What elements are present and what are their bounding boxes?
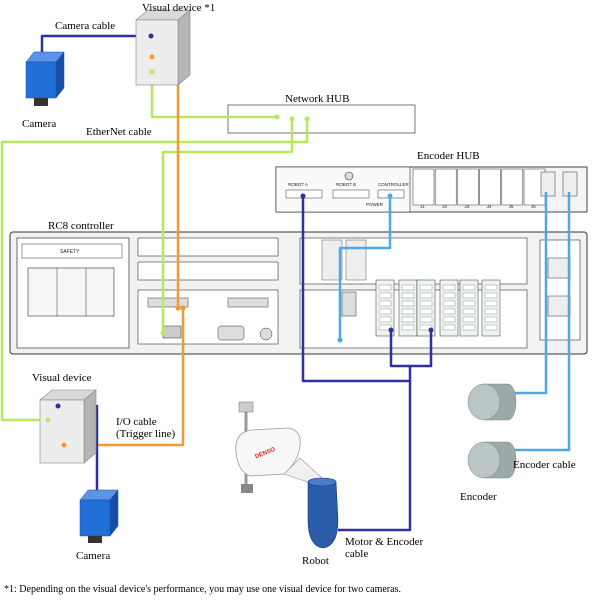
terminal-slot bbox=[419, 300, 433, 307]
terminal-slot bbox=[462, 316, 476, 323]
label-trigger-line: (Trigger line) bbox=[116, 428, 176, 440]
visual-device-bottom bbox=[39, 389, 97, 464]
terminal-slot bbox=[484, 308, 498, 315]
encoder-cable bbox=[338, 192, 571, 452]
label-visual-device: Visual device bbox=[32, 372, 92, 384]
terminal-slot bbox=[442, 308, 456, 315]
safety-marking: SAFETY bbox=[60, 249, 80, 255]
rc8-controller: SAFETY bbox=[9, 231, 588, 355]
label-rc8-controller: RC8 controller bbox=[48, 220, 114, 232]
terminal-slot bbox=[462, 284, 476, 291]
label-visual-device-1: Visual device *1 bbox=[142, 2, 215, 14]
terminal-slot bbox=[442, 316, 456, 323]
encoder-hub-port-j4: J4 bbox=[479, 168, 501, 209]
terminal-slot bbox=[401, 292, 415, 299]
terminal-block-group bbox=[375, 279, 501, 337]
network-hub bbox=[227, 104, 416, 134]
label-ethernet-cable: EtherNet cable bbox=[86, 126, 152, 138]
terminal-slot bbox=[462, 308, 476, 315]
encoder-hub-port-j2: J2 bbox=[434, 168, 457, 209]
encoder-hub-port-label: J5 bbox=[509, 204, 514, 209]
label-camera-bottom: Camera bbox=[76, 550, 110, 562]
label-robot: Robot bbox=[302, 555, 329, 567]
terminal-slot bbox=[462, 292, 476, 299]
terminal-slot bbox=[484, 292, 498, 299]
camera-top bbox=[25, 51, 65, 106]
encoder-hub-port-j5: J5 bbox=[501, 168, 524, 209]
label-camera-top: Camera bbox=[22, 118, 56, 130]
label-encoder: Encoder bbox=[460, 491, 497, 503]
terminal-slot bbox=[442, 292, 456, 299]
encoder-hub-port-j3: J3 bbox=[457, 168, 479, 209]
label-io-cable: I/O cable bbox=[116, 416, 157, 428]
encoder-hub-port-label: J1 bbox=[420, 204, 425, 209]
terminal-slot bbox=[442, 324, 456, 331]
terminal-slot bbox=[442, 300, 456, 307]
robot: DENSO bbox=[235, 401, 339, 549]
hub-power-marking: POWER bbox=[366, 202, 384, 207]
terminal-slot bbox=[484, 284, 498, 291]
terminal-slot bbox=[401, 324, 415, 331]
encoder-hub-connector bbox=[540, 171, 556, 197]
camera-bottom bbox=[79, 489, 119, 543]
terminal-slot bbox=[401, 308, 415, 315]
ethernet-cable bbox=[0, 72, 309, 422]
terminal-slot bbox=[419, 284, 433, 291]
encoder-hub-port-group: J1 J2 J3 J4 J5 J6 bbox=[412, 168, 578, 209]
connection-points bbox=[160, 114, 434, 343]
terminal-slot bbox=[378, 308, 392, 315]
terminal-slot bbox=[462, 324, 476, 331]
footnote: *1: Depending on the visual device's per… bbox=[4, 584, 401, 595]
label-camera-cable: Camera cable bbox=[55, 20, 115, 32]
hub-controller-marking: CONTROLLER bbox=[378, 182, 410, 187]
encoder-hub-port-label: J2 bbox=[442, 204, 447, 209]
terminal-slot bbox=[419, 308, 433, 315]
terminal-slot bbox=[419, 324, 433, 331]
label-encoder-hub: Encoder HUB bbox=[417, 150, 480, 162]
terminal-slot bbox=[401, 316, 415, 323]
visual-device-top bbox=[135, 9, 191, 86]
terminal-slot bbox=[484, 324, 498, 331]
encoder-hub-port-label: J3 bbox=[464, 204, 469, 209]
terminal-slot bbox=[378, 300, 392, 307]
motor-encoder-cable bbox=[301, 196, 433, 532]
terminal-slot bbox=[378, 316, 392, 323]
encoder-hub-port-label: J4 bbox=[487, 204, 492, 209]
terminal-slot bbox=[378, 292, 392, 299]
encoder-hub-port-j1: J1 bbox=[412, 168, 435, 209]
label-network-hub: Network HUB bbox=[285, 93, 349, 105]
terminal-slot bbox=[401, 300, 415, 307]
terminal-slot bbox=[442, 284, 456, 291]
encoder-lower bbox=[467, 441, 517, 479]
hub-robot-a-marking: ROBOT A bbox=[288, 182, 308, 187]
terminal-slot bbox=[419, 316, 433, 323]
terminal-slot bbox=[378, 284, 392, 291]
terminal-slot bbox=[401, 284, 415, 291]
encoder-upper bbox=[467, 383, 517, 421]
label-encoder-cable: Encoder cable bbox=[513, 459, 576, 471]
terminal-slot bbox=[484, 316, 498, 323]
terminal-slot bbox=[484, 300, 498, 307]
terminal-slot bbox=[462, 300, 476, 307]
hub-robot-b-marking: ROBOT B bbox=[336, 182, 356, 187]
label-motor-encoder-cable-2: cable bbox=[345, 548, 368, 560]
label-motor-encoder-cable: Motor & Encoder bbox=[345, 536, 424, 548]
terminal-slot bbox=[419, 292, 433, 299]
encoder-hub-port-label: J6 bbox=[531, 204, 536, 209]
